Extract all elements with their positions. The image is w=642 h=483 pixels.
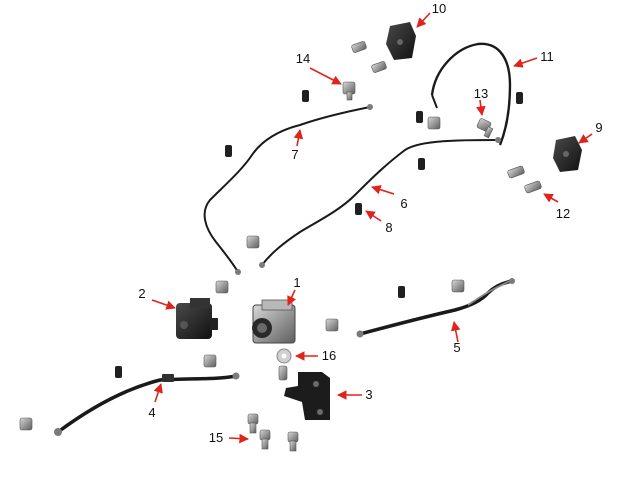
callout-arrows bbox=[151, 12, 593, 444]
arrow-2 bbox=[151, 299, 176, 310]
callout-9: 9 bbox=[595, 120, 602, 135]
brake-line-6 bbox=[261, 139, 499, 266]
callout-8: 8 bbox=[385, 220, 392, 235]
arrow-12 bbox=[543, 193, 559, 203]
callout-7: 7 bbox=[291, 147, 298, 162]
arrow-10 bbox=[416, 12, 431, 28]
arrow-13 bbox=[476, 99, 486, 116]
arrow-5 bbox=[450, 321, 461, 343]
bolt-parts bbox=[19, 41, 542, 452]
arrow-6 bbox=[371, 185, 395, 195]
sensor-cable-11 bbox=[430, 42, 512, 146]
sensor-cable-11-tail bbox=[431, 94, 438, 109]
callout-3: 3 bbox=[365, 387, 372, 402]
control-unit-2 bbox=[176, 298, 218, 339]
callout-6: 6 bbox=[400, 196, 407, 211]
callout-10: 10 bbox=[432, 1, 446, 16]
callout-5: 5 bbox=[453, 340, 460, 355]
callout-labels: 1 2 3 4 5 6 7 8 9 10 11 12 13 14 15 16 bbox=[138, 1, 602, 445]
clip-parts bbox=[115, 90, 523, 378]
arrow-8 bbox=[365, 210, 382, 222]
callout-2: 2 bbox=[138, 286, 145, 301]
callout-16: 16 bbox=[322, 348, 336, 363]
callout-15: 15 bbox=[209, 430, 223, 445]
abs-module-1 bbox=[252, 299, 296, 344]
brake-line-7 bbox=[203, 106, 371, 273]
hose-end-fittings bbox=[54, 104, 515, 436]
arrow-15 bbox=[228, 433, 249, 444]
arrow-9 bbox=[578, 133, 593, 144]
sensor-mount-9 bbox=[553, 136, 582, 172]
arrow-11 bbox=[513, 57, 538, 68]
brake-hose-5-pipe bbox=[467, 280, 511, 306]
sensor-mount-10 bbox=[386, 22, 416, 60]
callout-11: 11 bbox=[540, 49, 554, 64]
brake-hose-4 bbox=[56, 374, 237, 434]
arrow-4 bbox=[153, 383, 163, 403]
callout-13: 13 bbox=[474, 86, 488, 101]
arrow-7 bbox=[293, 129, 304, 147]
callout-14: 14 bbox=[296, 51, 310, 66]
callout-4: 4 bbox=[148, 405, 155, 420]
arrow-14 bbox=[309, 67, 342, 85]
brake-hose-5 bbox=[359, 279, 513, 336]
callout-12: 12 bbox=[556, 206, 570, 221]
mounting-bracket-3 bbox=[284, 372, 330, 420]
arrow-1 bbox=[287, 289, 297, 306]
callout-1: 1 bbox=[293, 275, 300, 290]
washer-16 bbox=[276, 348, 292, 364]
